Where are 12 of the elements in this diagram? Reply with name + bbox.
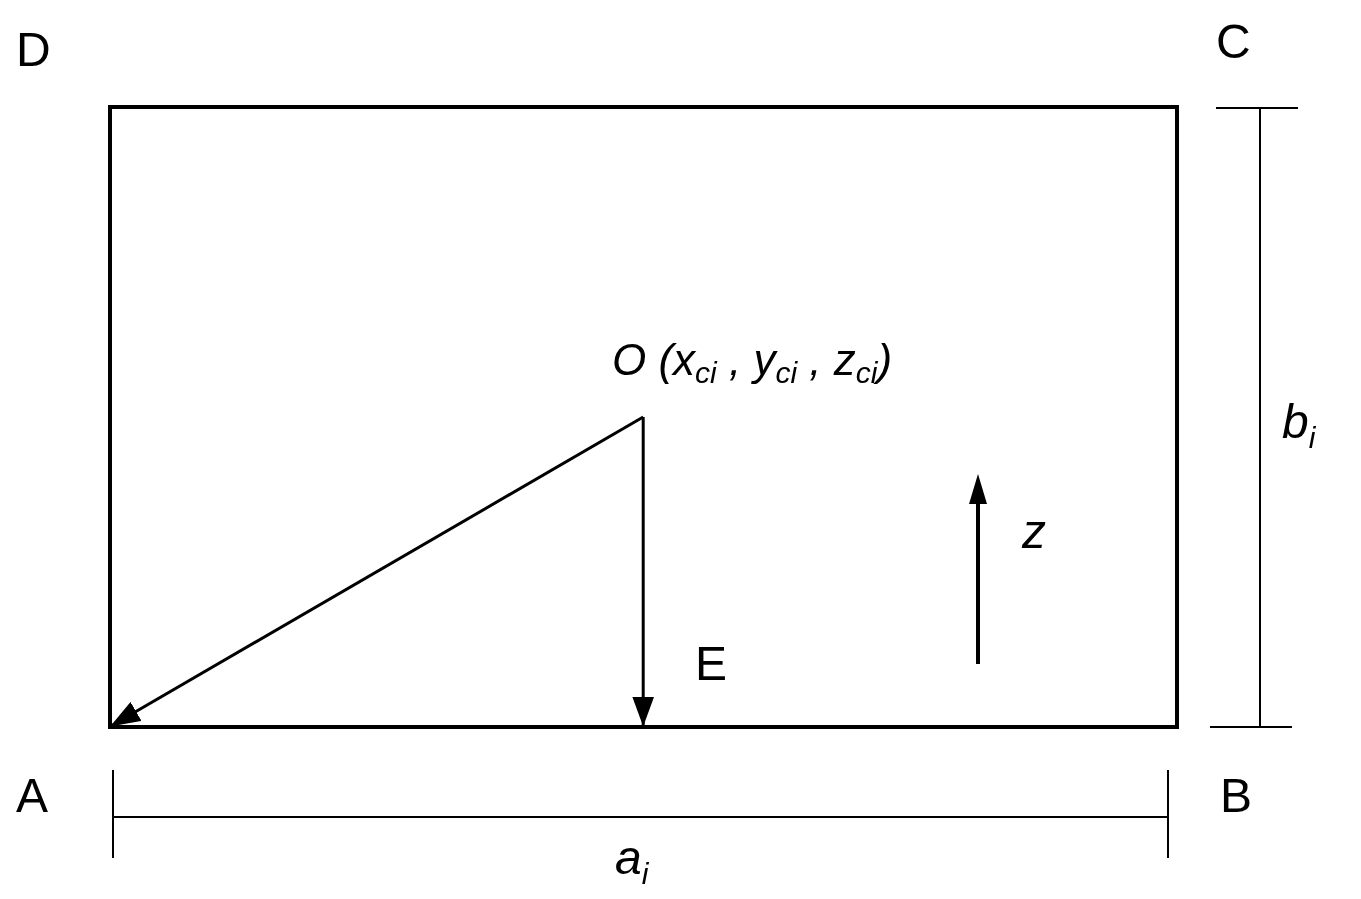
point-label: E — [695, 640, 727, 688]
rectangle-plate — [108, 105, 1179, 729]
arrow — [632, 417, 655, 727]
corner-label: C — [1216, 18, 1251, 66]
dimension-label: b$_{i}$ — [1282, 398, 1316, 446]
point-coordinates: O (x$_{ci}$ , y$_{ci}$ , z$_{ci}$) — [612, 335, 893, 384]
arrow — [109, 415, 644, 728]
corner-label: A — [16, 772, 48, 820]
dimension-label: a$_{i}$ — [615, 834, 649, 882]
corner-label: D — [16, 26, 51, 74]
corner-label: B — [1220, 772, 1252, 820]
axis-label: z — [1022, 508, 1046, 556]
